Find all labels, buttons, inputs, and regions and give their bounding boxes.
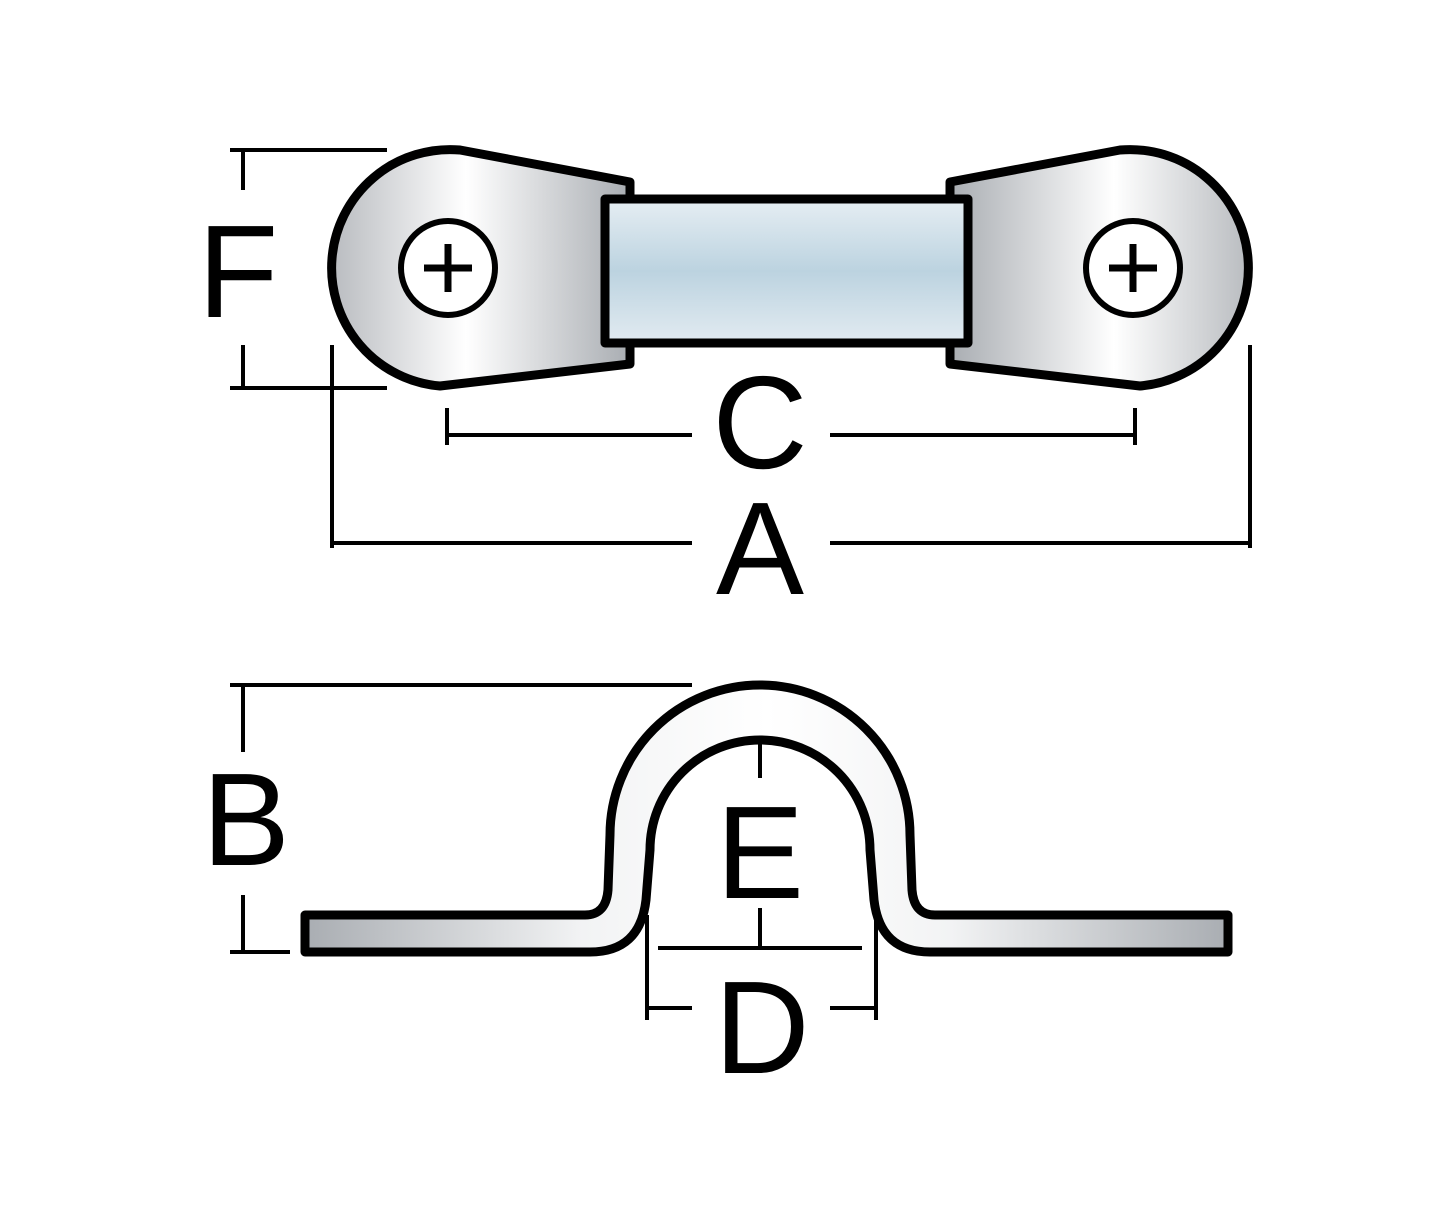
dimension-b: B	[202, 683, 692, 954]
right-screw-icon	[1083, 218, 1183, 318]
left-screw-icon	[398, 218, 498, 318]
dimension-c: C	[445, 349, 1137, 496]
dimension-f: F	[198, 148, 387, 390]
label-d: D	[714, 954, 809, 1101]
label-b: B	[202, 746, 290, 893]
label-f: F	[198, 198, 279, 345]
label-a: A	[716, 475, 804, 622]
dimension-e: E	[716, 740, 804, 948]
center-bar	[600, 194, 973, 348]
label-c: C	[712, 349, 807, 496]
dimension-a: A	[330, 345, 1252, 622]
side-view-profile	[300, 680, 1233, 957]
dimension-d: D	[645, 915, 878, 1101]
top-view	[327, 145, 1253, 391]
label-e: E	[716, 779, 804, 926]
